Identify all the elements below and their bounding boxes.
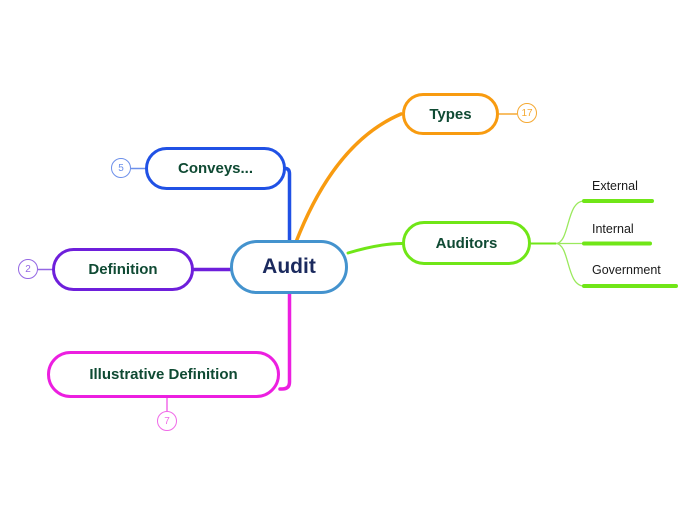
badge-types-count[interactable]: 17 xyxy=(517,103,537,123)
fan-to-government xyxy=(555,242,585,287)
connector-conveys xyxy=(284,166,292,243)
badge-illustrative-count[interactable]: 7 xyxy=(157,411,177,431)
branch-node-conveys[interactable]: Conveys... xyxy=(145,147,286,190)
connector-auditors xyxy=(346,242,404,255)
child-label-external[interactable]: External xyxy=(592,179,638,193)
root-node-label: Audit xyxy=(262,255,316,278)
branch-node-types[interactable]: Types xyxy=(402,93,499,135)
branch-node-label: Definition xyxy=(88,261,158,278)
badge-definition-count[interactable]: 2 xyxy=(18,259,38,279)
connector-types xyxy=(294,112,403,244)
child-label-internal[interactable]: Internal xyxy=(592,222,634,236)
fan-to-external xyxy=(555,200,585,245)
child-label-government[interactable]: Government xyxy=(592,263,661,277)
root-node-audit[interactable]: Audit xyxy=(230,240,348,294)
branch-node-illustrative-definition[interactable]: Illustrative Definition xyxy=(47,351,280,398)
connector-illustrative xyxy=(278,292,292,391)
branch-node-label: Conveys... xyxy=(177,160,254,177)
branch-node-definition[interactable]: Definition xyxy=(52,248,194,291)
branch-node-label: Types xyxy=(429,105,472,123)
branch-node-label: Illustrative Definition xyxy=(89,366,238,383)
badge-conveys-count[interactable]: 5 xyxy=(111,158,131,178)
branch-node-auditors[interactable]: Auditors xyxy=(402,221,531,265)
branch-node-label: Auditors xyxy=(435,234,498,252)
